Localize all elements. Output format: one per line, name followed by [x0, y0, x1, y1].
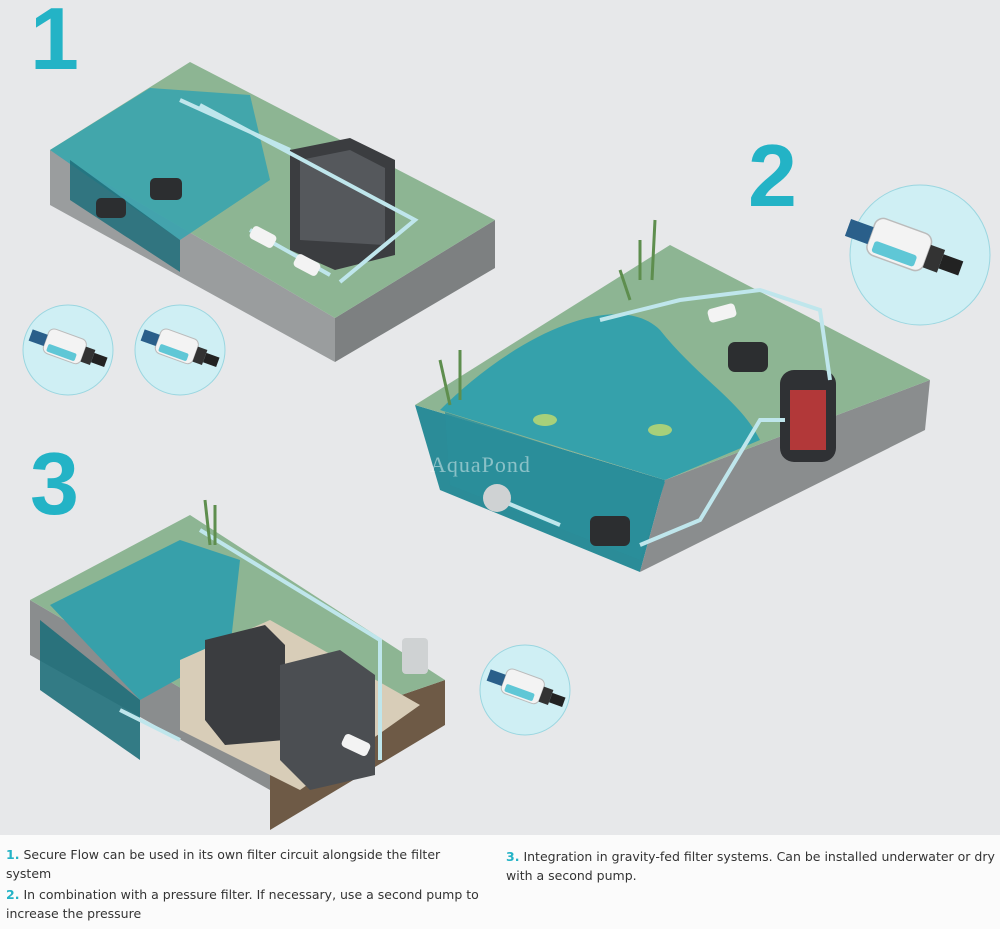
scene-1-own-filter-circuit: [50, 62, 495, 362]
caption-3: 3.Integration in gravity-fed filter syst…: [506, 849, 995, 883]
secure-flow-detail-2: [841, 184, 991, 326]
watermark: AquaPond: [430, 452, 531, 477]
caption-2: 2.In combination with a pressure filter.…: [6, 887, 479, 921]
scene-number-1: 1: [30, 0, 79, 88]
scene-3-gravity-fed-filter: [30, 499, 445, 830]
illustration: AquaPond 1 2 3: [0, 0, 1000, 835]
secure-flow-detail-3: [479, 644, 571, 736]
scene-2-pressure-filter: AquaPond: [415, 219, 930, 572]
captions: 1.Secure Flow can be used in its own fil…: [0, 835, 1000, 929]
scene-number-2: 2: [748, 126, 797, 225]
secure-flow-detail-1b: [134, 304, 226, 396]
secure-flow-detail-1a: [22, 304, 114, 396]
scene-number-3: 3: [30, 434, 79, 533]
caption-1: 1.Secure Flow can be used in its own fil…: [6, 847, 441, 881]
pump-icon: [150, 178, 182, 200]
pond-diagrams: AquaPond: [22, 62, 991, 830]
